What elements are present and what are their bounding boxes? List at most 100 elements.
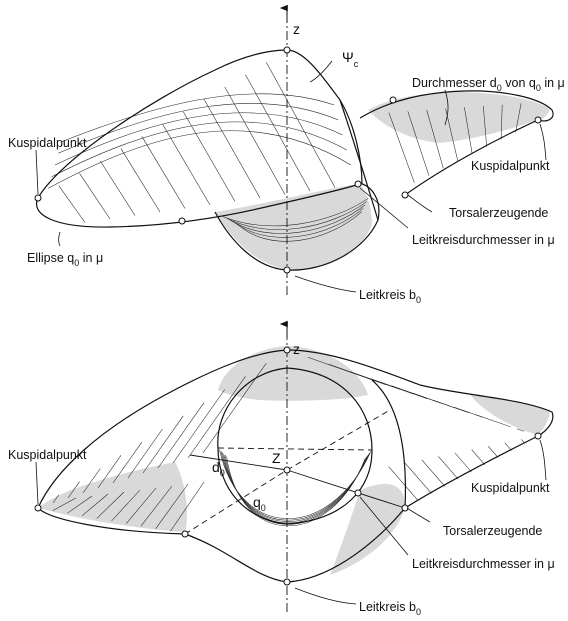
bottom-mesh-ruling-right (475, 414, 497, 423)
bottom-mesh-ruling-left (82, 468, 101, 494)
top-mesh-ruling (58, 185, 86, 223)
bottom-figure: z Kuspidalpunkt Kuspidalpunkt d0 Z q0 To… (8, 320, 555, 617)
bottom-mesh-lower-right (388, 466, 419, 501)
bottom-mesh-ruling-left (187, 376, 246, 459)
top-mesh-ruling (120, 148, 161, 213)
top-diameter-label: Durchmesser d0 von q0 in μ (412, 76, 565, 93)
top-mesh-lower (226, 201, 367, 230)
top-psi-label: Ψc (342, 49, 359, 69)
bottom-leitkreis-bottom-point (283, 578, 291, 586)
bottom-leitkreis-label: Leitkreis b0 (359, 600, 421, 617)
top-mesh-ruling-right (388, 112, 415, 183)
bottom-d0-line (217, 447, 373, 451)
top-mesh-curve (51, 121, 347, 177)
bottom-center-point (283, 466, 291, 474)
top-mesh-ruling (203, 99, 261, 199)
bottom-cusp-left-point (34, 504, 42, 512)
bottom-d0-label: d0 (212, 459, 225, 478)
top-mesh-ruling (183, 111, 236, 202)
top-mesh-ruling-right (515, 103, 522, 133)
bottom-mesh-ruling-left (67, 481, 80, 499)
top-mesh-ruling-right (500, 104, 503, 140)
bottom-mesh-ruling-left (142, 415, 184, 474)
top-apex-point (283, 46, 291, 54)
bottom-mesh-lower-right (421, 459, 446, 487)
top-leitkreis-point-left (354, 180, 362, 188)
bottom-mesh-ruling-left (172, 389, 226, 464)
bottom-cusp-right-label: Kuspidalpunkt (471, 481, 550, 495)
top-cusp-right-label: Kuspidalpunkt (471, 159, 550, 173)
top-mesh-lower (223, 198, 369, 227)
top-mesh-ruling (141, 136, 186, 209)
bottom-leitkreis-leader (294, 587, 357, 605)
top-torsal-leader (407, 194, 433, 213)
top-mesh-ruling (162, 123, 211, 206)
bottom-mesh-ruling-left (112, 442, 143, 484)
bottom-mesh-bowl (224, 455, 367, 525)
bottom-mesh-bowl (222, 452, 369, 522)
top-cusp-left-point (34, 194, 42, 202)
bottom-cusp-right-leader (539, 439, 547, 481)
bottom-q0-label: q0 (253, 494, 266, 513)
top-leitkreis-leader (294, 275, 357, 293)
bottom-mesh-bowl (226, 456, 366, 526)
top-leitkreis-label: Leitkreis b0 (359, 288, 421, 305)
top-cusp-left-label: Kuspidalpunkt (8, 136, 87, 150)
bottom-mesh-ruling-right (496, 421, 511, 427)
top-mesh-ruling (266, 62, 336, 188)
top-right-wing-outline (359, 90, 554, 122)
bottom-mesh-lower-right (471, 449, 486, 465)
bottom-cusp-right-point (534, 432, 542, 440)
top-leitkreis-upper (339, 99, 379, 221)
bottom-mesh-ruling-left (52, 494, 60, 504)
bottom-mesh-ruling-left (127, 428, 163, 479)
bottom-mesh-lower-left (111, 489, 141, 522)
bottom-mesh-ruling-left (97, 455, 122, 489)
bottom-q0-point (181, 530, 189, 538)
bottom-top-outline (37, 349, 554, 509)
bottom-leitkreisdm-label: Leitkreisdurchmesser in μ (412, 557, 555, 571)
top-mesh-ruling-right (407, 111, 430, 176)
top-mesh-curve (58, 103, 339, 154)
top-diameter-leader (444, 89, 449, 126)
top-mesh-ruling (224, 86, 286, 195)
bottom-center-label: Z (272, 450, 281, 466)
top-mesh-curve (54, 112, 343, 166)
bottom-cusp-left-label: Kuspidalpunkt (8, 448, 87, 462)
top-figure: z Ψc Kuspidalpunkt Durchmesser d0 von q0… (8, 4, 565, 305)
bottom-apex-point (283, 346, 291, 354)
bottom-mesh-lower-left (125, 487, 157, 524)
top-mesh-ruling-right (426, 109, 444, 169)
bottom-mesh-bowl (223, 453, 368, 524)
top-diameter-point (389, 96, 397, 104)
bottom-mesh-lines (52, 356, 525, 532)
bottom-cusp-left-leader (35, 461, 39, 505)
top-mesh-ruling (245, 74, 311, 192)
top-mesh-ruling (100, 160, 136, 216)
bottom-mesh-lower-left (140, 485, 173, 527)
top-mesh-ruling-right (464, 107, 473, 154)
bottom-axis-label: z (293, 341, 300, 357)
bottom-mesh-lower-left (155, 483, 189, 529)
bottom-upper-shade (218, 346, 368, 401)
top-mesh-lower (229, 204, 366, 234)
top-mesh-ruling-right (483, 105, 487, 147)
bottom-mesh-lower-left (96, 491, 125, 519)
bottom-leitkreis-point-left (354, 489, 362, 497)
bottom-torsal-leader (406, 507, 431, 523)
top-left-wing-bottom (36, 183, 361, 228)
bottom-mesh-ruling-right (517, 428, 525, 432)
bottom-leitkreis-point-right (401, 504, 409, 512)
top-cusp-left-leader (35, 149, 39, 195)
bottom-torsal-label: Torsalerzeugende (443, 524, 542, 538)
bottom-mesh-lower-right (504, 442, 512, 451)
top-ellipse-leader (58, 231, 61, 247)
bottom-mesh-lower-right (404, 463, 432, 494)
bottom-radius-line-left (189, 454, 288, 471)
top-lower-shade (215, 184, 372, 271)
top-cusp-right-leader (539, 123, 547, 161)
bottom-q0-line-a (184, 469, 288, 535)
top-ellipse-label: Ellipse q0 in μ (27, 251, 103, 268)
top-mesh-ruling-right (445, 108, 459, 162)
